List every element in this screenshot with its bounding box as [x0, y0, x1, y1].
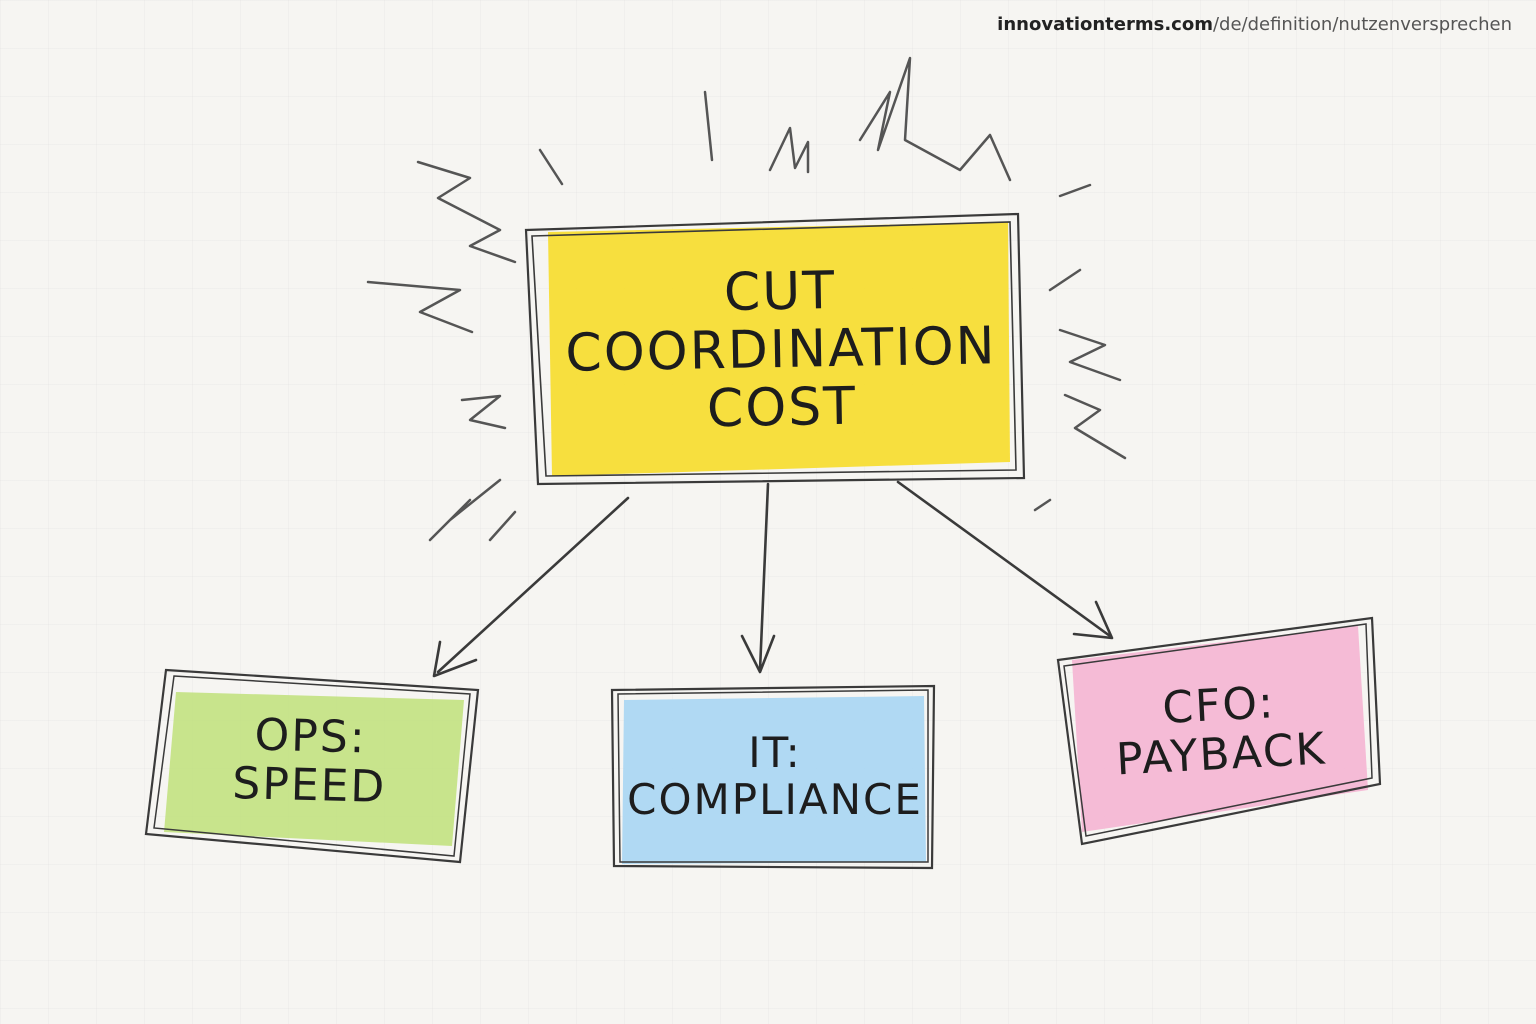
ops-node-fill — [164, 692, 464, 846]
cfo-node-shape — [1056, 616, 1382, 846]
central-node-border — [524, 212, 1026, 486]
central-node-fill — [548, 222, 1010, 476]
arrows — [432, 480, 1114, 678]
burst-stroke-top-3 — [768, 126, 810, 174]
it-node-border — [610, 684, 936, 870]
source-url: innovationterms.com/de/definition/nutzen… — [997, 14, 1512, 35]
arrow-to-ops-head — [432, 640, 478, 678]
arrow-to-cfo-head — [1072, 600, 1114, 640]
cfo-node-fill — [1072, 626, 1368, 832]
ops-node-border-overstroke — [153, 675, 471, 857]
arrow-to-it — [758, 482, 770, 672]
cfo-node-line-1: CFO: — [1161, 676, 1277, 734]
arrow-to-it-head — [740, 634, 776, 674]
burst-stroke-right-1 — [1058, 183, 1092, 198]
it-node-label: IT: COMPLIANCE — [620, 696, 930, 856]
central-node-line-2: COORDINATION — [564, 316, 998, 384]
burst-stroke-right-4 — [1063, 393, 1127, 460]
cfo-node-border — [1056, 616, 1382, 846]
emphasis-burst — [366, 56, 1127, 542]
burst-stroke-left-4 — [428, 478, 502, 542]
ops-node-shape — [144, 668, 480, 864]
it-node-line-1: IT: — [748, 727, 802, 777]
burst-stroke-left-5 — [488, 510, 517, 542]
ops-node-line-2: SPEED — [231, 757, 387, 813]
burst-stroke-top-1 — [703, 90, 714, 162]
source-domain: innovationterms.com — [997, 14, 1213, 35]
cfo-node-border-overstroke — [1063, 623, 1373, 837]
burst-stroke-right-3 — [1058, 328, 1122, 382]
burst-stroke-right-2 — [1048, 268, 1082, 292]
cfo-node-line-2: PAYBACK — [1114, 723, 1328, 786]
central-node-label: CUT COORDINATION COST — [546, 236, 1016, 464]
burst-stroke-left-2 — [366, 280, 474, 334]
ops-node-border — [144, 668, 480, 864]
burst-stroke-top-2 — [538, 148, 564, 186]
central-node-border-overstroke — [531, 221, 1017, 477]
arrow-to-ops — [436, 496, 630, 674]
burst-stroke-right-5 — [1033, 498, 1052, 512]
it-node-shape — [610, 684, 936, 870]
burst-stroke-top-4 — [858, 56, 1012, 182]
burst-stroke-left-3 — [460, 394, 507, 430]
arrow-to-cfo — [896, 480, 1112, 638]
ops-node-line-1: OPS: — [254, 709, 368, 764]
burst-stroke-left-1 — [416, 160, 517, 264]
central-node-shape — [524, 212, 1026, 486]
ops-node-label: OPS: SPEED — [158, 682, 462, 840]
it-node-fill — [622, 696, 926, 864]
central-node-line-1: CUT — [723, 260, 837, 323]
it-node-line-2: COMPLIANCE — [627, 775, 923, 824]
it-node-border-overstroke — [617, 689, 929, 863]
central-node-line-3: COST — [706, 376, 858, 440]
cfo-node-label: CFO: PAYBACK — [1065, 632, 1374, 827]
source-path: /de/definition/nutzenversprechen — [1212, 14, 1512, 35]
